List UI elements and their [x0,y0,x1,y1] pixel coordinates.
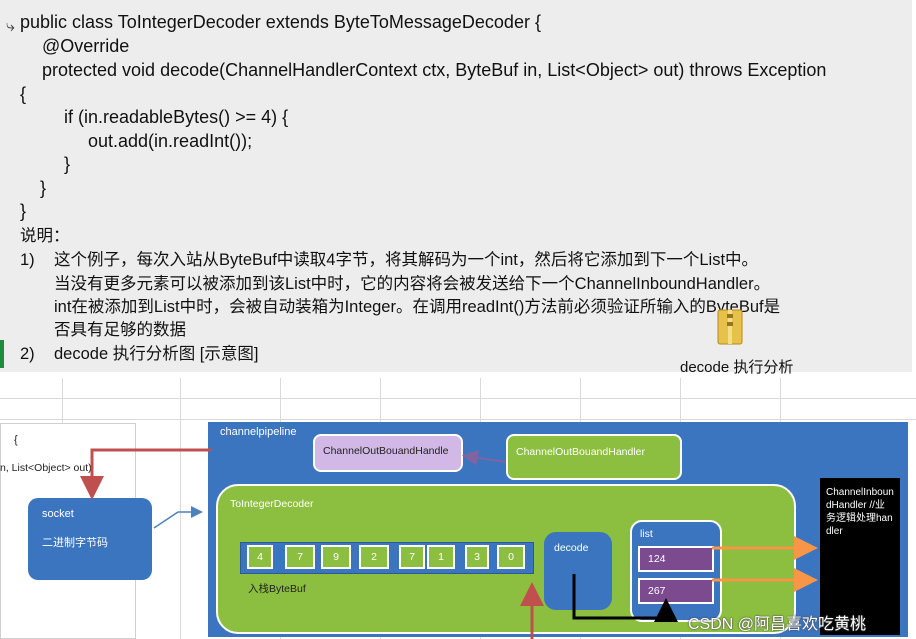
to-integer-decoder: ToIntegerDecoder 4 7 9 2 7 1 3 0 入栈ByteB… [216,484,796,634]
code-block: ⤷ public class ToIntegerDecoder extends … [0,0,912,376]
byte-cell: 3 [465,545,489,569]
zip-folder-icon[interactable] [716,306,744,346]
decode-method-box: decode [544,532,612,610]
socket-title: socket [42,508,74,520]
byte-cell: 1 [427,545,455,569]
code-line-close-if: } [64,154,71,174]
decoder-label: ToIntegerDecoder [230,498,314,510]
list-label: list [640,528,653,540]
grid-line [0,419,916,420]
code-line-open-brace: { [20,84,27,104]
code-line-close-method: } [40,178,47,198]
note-1-line-4: 否具有足够的数据 [54,321,186,339]
code-line-close-class: } [20,201,27,221]
grid-line [180,378,181,639]
code-line-if: if (in.readableBytes() >= 4) { [64,107,289,127]
code-line-out-add: out.add(in.readInt()); [88,131,253,151]
socket-description: 二进制字节码 [42,537,108,549]
code-line-method-decl: protected void decode(ChannelHandlerCont… [42,60,827,80]
decode-diagram: { n, List<Object> out) channelpipeline C… [0,378,916,639]
outbound-handler-2: ChannelOutBouandHandler [506,434,682,480]
note-1-line-1: 这个例子，每次入站从ByteBuf中读取4字节，将其解码为一个int，然后将它添… [54,251,759,269]
note-1-line-2: 当没有更多元素可以被添加到该List中时，它的内容将会被发送给下一个Channe… [54,275,771,293]
byte-cell: 7 [399,545,425,569]
note-2-number: 2) [20,345,35,363]
notes-heading: 说明： [20,227,70,245]
list-item: 267 [638,578,714,604]
grid-line [0,398,916,399]
cursor-mark-icon: ⤷ [6,18,15,35]
list-item: 124 [638,546,714,572]
note-1-number: 1) [20,251,35,269]
left-accent-bar [0,340,4,368]
bytebuf-label: 入栈ByteBuf [248,583,306,595]
byte-cell: 0 [497,545,525,569]
pipeline-label: channelpipeline [220,426,297,438]
folder-caption[interactable]: decode 执行分析 [680,359,794,376]
byte-cell: 9 [321,545,351,569]
note-2-text: decode 执行分析图 [示意图] [54,345,259,363]
byte-cell: 4 [247,545,273,569]
csdn-watermark: CSDN @阿昌喜欢吃黄桃 [688,616,867,633]
output-list: list 124 267 [630,520,722,622]
arrow-socket-to-pipeline [153,506,203,529]
channel-pipeline: channelpipeline ChannelOutBouandHandle C… [208,422,908,637]
code-line-override: @Override [42,36,130,56]
note-1-line-3: int在被添加到List中时，会被自动装箱为Integer。在调用readInt… [54,298,781,316]
byte-cell: 7 [285,545,315,569]
code-fragment-params: n, List<Object> out) [0,462,92,474]
socket-box: socket 二进制字节码 [28,498,152,580]
outbound-handler-1: ChannelOutBouandHandle [313,434,463,472]
code-line-class-decl: public class ToIntegerDecoder extends By… [20,12,541,32]
byte-cell: 2 [359,545,389,569]
code-fragment-brace: { [14,434,18,446]
inbound-bytebuf: 4 7 9 2 7 1 3 0 [240,542,534,574]
inbound-business-handler: ChannelInboundHandler //业务逻辑处理handler [820,478,900,635]
